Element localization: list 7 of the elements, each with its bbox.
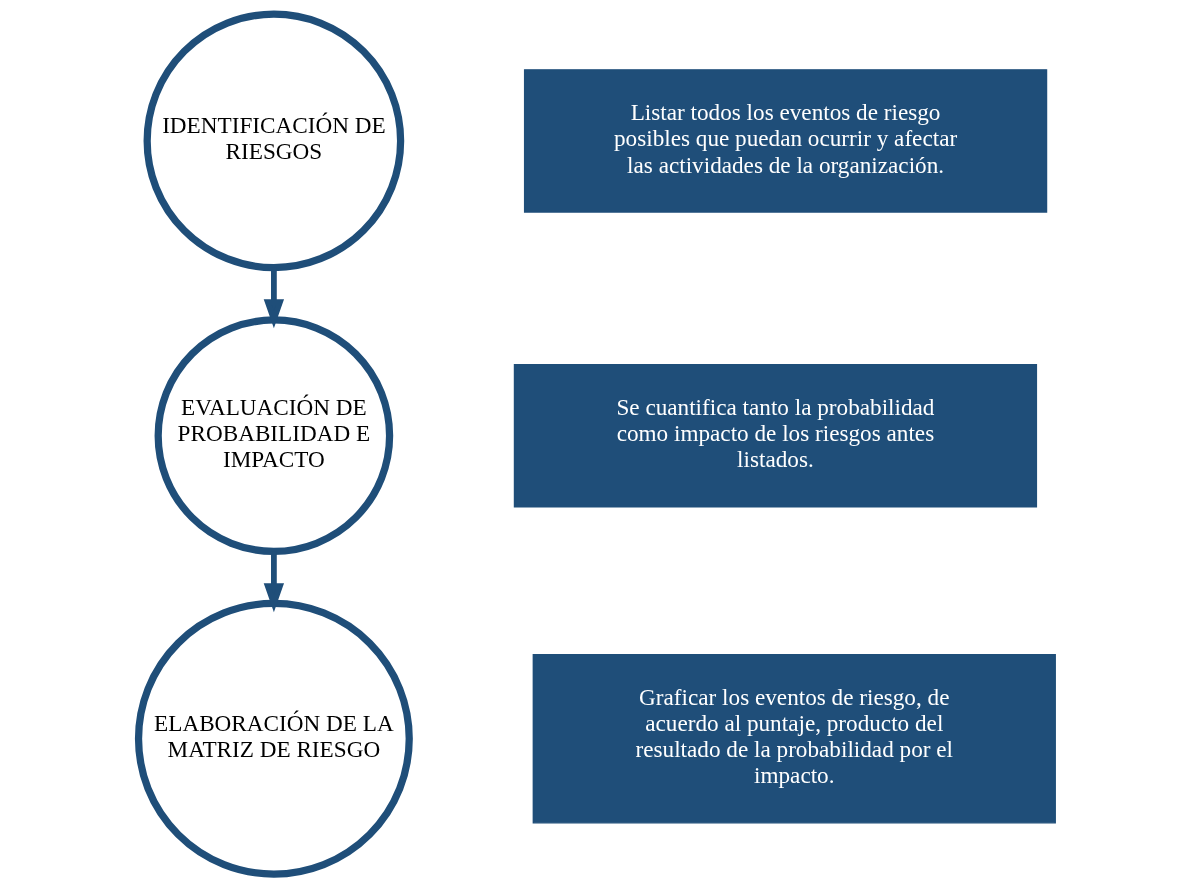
- node-circle: IDENTIFICACIÓN DE RIESGOS: [143, 10, 405, 272]
- arrow: [263, 551, 285, 613]
- node-box: Se cuantifica tanto la probabilidad como impacto de los riesgos antes listados.: [513, 363, 1038, 508]
- node-circle: EVALUACIÓN DE PROBABILIDAD E IMPACTO: [154, 316, 394, 556]
- node-circle: ELABORACIÓN DE LA MATRIZ DE RIESGO: [134, 599, 413, 878]
- node-box: Graficar los eventos de riesgo, de acuerdo al puntaje, producto del resultado de la probabilidad por el impacto.: [532, 654, 1056, 824]
- node-box: Listar todos los eventos de riesgo posibles que puedan ocurrir y afectar las actividades de la organización.: [523, 69, 1048, 213]
